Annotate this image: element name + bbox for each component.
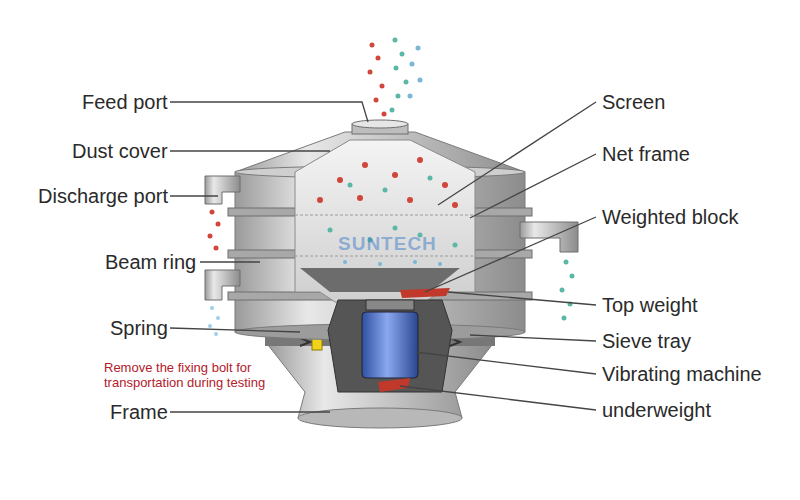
warning-note: Remove the fixing bolt for transportatio…	[104, 361, 284, 391]
feed-port-rim	[352, 120, 408, 128]
screen-mesh	[295, 256, 475, 257]
motor-shaft	[366, 300, 414, 310]
part-label: Discharge port	[38, 185, 168, 208]
part-label: Frame	[110, 401, 168, 424]
discharge-port	[205, 176, 240, 204]
part-label: Sieve tray	[602, 330, 691, 353]
part-label: underweight	[602, 399, 711, 422]
underweight	[378, 378, 410, 392]
part-label: Spring	[110, 317, 168, 340]
vibrating-motor	[362, 312, 418, 378]
part-label: Feed port	[82, 91, 168, 114]
part-label: Vibrating machine	[602, 363, 762, 386]
part-label: Weighted block	[602, 206, 738, 229]
part-label: Screen	[602, 91, 665, 114]
frame-foot	[298, 408, 462, 428]
cutaway-interior	[295, 140, 475, 302]
discharge-port	[205, 270, 240, 300]
top-weight	[400, 288, 450, 298]
part-label: Net frame	[602, 143, 690, 166]
net-frame	[300, 268, 460, 292]
screen-mesh	[295, 215, 475, 216]
particles	[208, 38, 575, 337]
part-label: Dust cover	[72, 140, 168, 163]
watermark: SUNTECH	[338, 233, 437, 255]
part-label: Beam ring	[105, 251, 196, 274]
part-label: Top weight	[602, 294, 698, 317]
motor-housing	[328, 300, 452, 392]
